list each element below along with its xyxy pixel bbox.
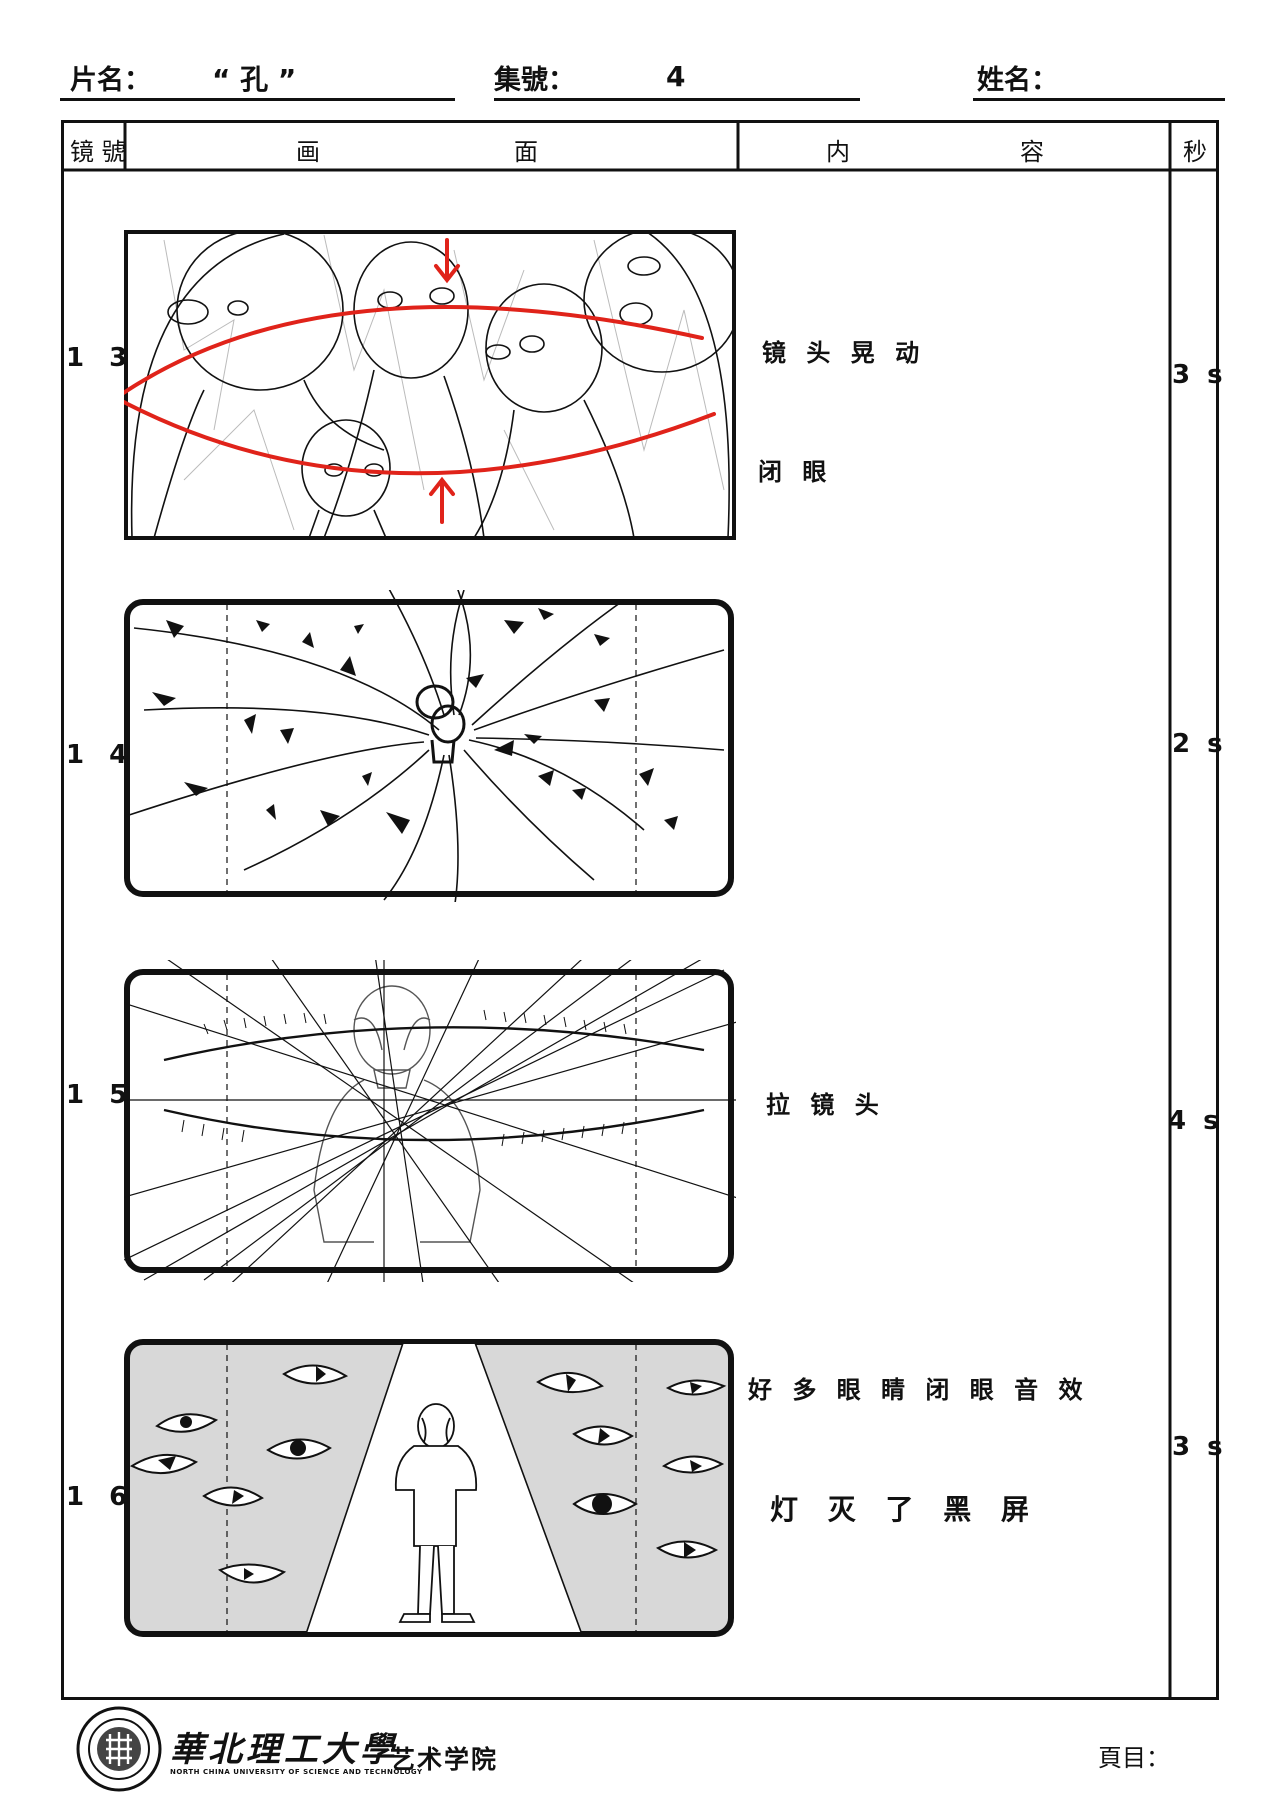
shot-duration-14: 2 s [1172,729,1227,759]
shot-15-note-1: 拉 镜 头 [766,1091,885,1119]
shot-duration-13: 3 s [1172,360,1227,390]
panel-16-many-eyes [124,1339,734,1637]
title-value: “ 孔 ” [212,63,297,96]
title-underline [60,98,455,101]
shot-number-15: 1 5 [66,1080,136,1110]
panel-13-crowd-faces [124,230,736,540]
panel-14-radiating-lines [124,590,734,902]
column-header-picture-1: 画 [296,138,320,166]
column-header-shot: 镜 號 [70,138,126,166]
column-header-content-2: 容 [1020,138,1044,166]
university-seal-icon [76,1706,162,1792]
shot-number-13: 1 3 [66,343,136,373]
panel-15-pull-back-eye [124,960,736,1282]
column-header-seconds: 秒 [1183,138,1207,166]
storyboard-table [61,120,1219,1700]
shot-13-note-2: 闭 眼 [758,458,833,486]
title-label: 片名： [70,65,151,96]
column-header-picture-2: 面 [514,138,538,166]
shot-duration-16: 3 s [1172,1432,1227,1462]
college-name: 艺术学院 [390,1745,499,1774]
column-header-content-1: 内 [826,138,850,166]
name-underline [973,98,1225,101]
university-name-cn: 華北理工大學 [170,1730,398,1770]
page-number-label: 頁目： [1098,1744,1170,1772]
shot-16-note-2: 灯 灭 了 黑 屏 [770,1493,1039,1526]
shot-number-14: 1 4 [66,740,136,770]
shot-16-note-1: 好 多 眼 睛 闭 眼 音 效 [748,1376,1089,1404]
episode-underline [494,98,860,101]
shot-number-16: 1 6 [66,1482,136,1512]
episode-label: 集號： [494,65,575,96]
university-name-en: NORTH CHINA UNIVERSITY OF SCIENCE AND TE… [170,1768,423,1776]
episode-value: 4 [666,60,686,93]
shot-13-note-1: 镜 头 晃 动 [762,339,926,367]
name-label: 姓名： [977,65,1058,96]
shot-duration-15: 4 s [1168,1106,1223,1136]
